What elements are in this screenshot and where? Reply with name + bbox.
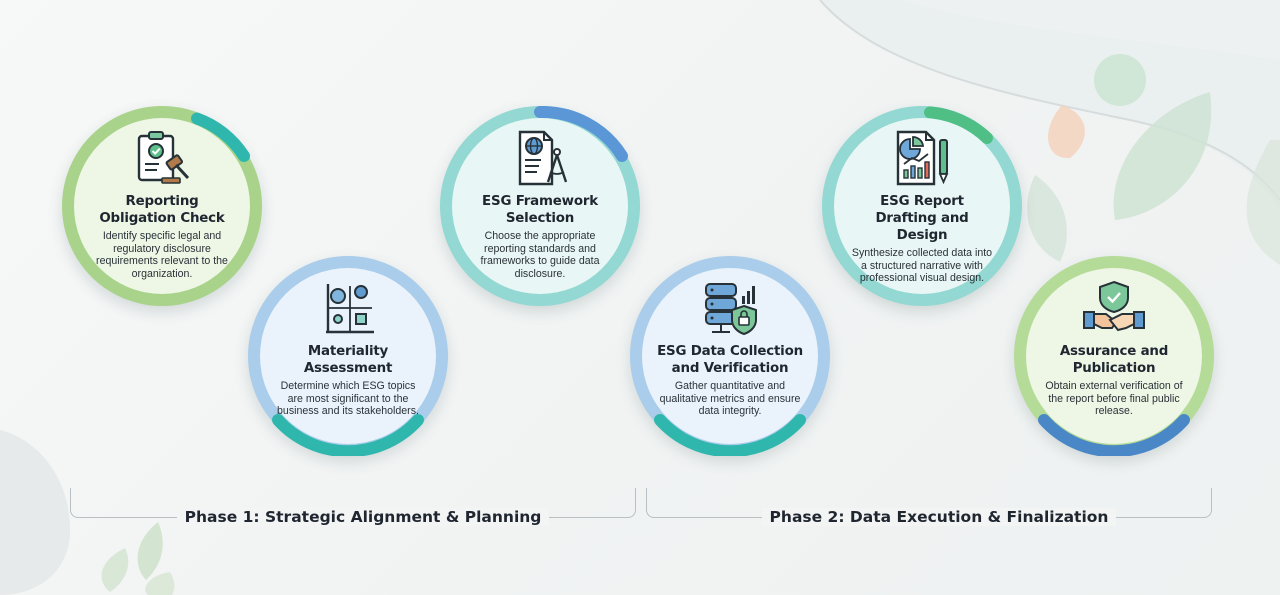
handshake-shield-icon xyxy=(1083,280,1145,332)
phase-label-text: Phase 2: Data Execution & Finalization xyxy=(761,508,1117,526)
step-esg-report-drafting-and-design: ESG Report Drafting and Design Synthesiz… xyxy=(822,106,1022,306)
step-materiality-assessment: Materiality Assessment Determine which E… xyxy=(248,256,448,456)
step-description: Identify specific legal and regulatory d… xyxy=(96,230,228,280)
step-reporting-obligation-check: Reporting Obligation Check Identify spec… xyxy=(62,106,262,306)
step-description: Choose the appropriate reporting standar… xyxy=(480,230,600,280)
report-pen-icon xyxy=(896,130,949,186)
database-shield-icon xyxy=(705,283,757,336)
accent-arc xyxy=(924,106,993,144)
step-description: Synthesize collected data into a structu… xyxy=(851,247,993,284)
step-title: Reporting Obligation Check xyxy=(99,194,225,226)
step-title: Materiality Assessment xyxy=(303,344,393,376)
step-esg-framework-selection: ESG Framework Selection Choose the appro… xyxy=(440,106,640,306)
accent-arc xyxy=(1038,414,1190,456)
accent-arc xyxy=(654,414,806,456)
matrix-chart-icon xyxy=(326,284,374,334)
step-description: Gather quantitative and qualitative metr… xyxy=(659,380,801,417)
step-title: ESG Report Drafting and Design xyxy=(875,194,969,243)
step-title: Assurance and Publication xyxy=(1059,344,1169,376)
phase-1-label: Phase 1: Strategic Alignment & Planning xyxy=(70,506,656,528)
step-description: Determine which ESG topics are most sign… xyxy=(277,380,419,417)
accent-arc xyxy=(272,414,424,456)
step-title: ESG Framework Selection xyxy=(482,194,598,226)
step-esg-data-collection-and-verification: ESG Data Collection and Verification Gat… xyxy=(630,256,830,456)
phase-label-text: Phase 1: Strategic Alignment & Planning xyxy=(176,508,550,526)
step-title: ESG Data Collection and Verification xyxy=(657,344,803,376)
phase-2-label: Phase 2: Data Execution & Finalization xyxy=(646,506,1232,528)
accent-arc xyxy=(534,106,628,162)
step-assurance-and-publication: Assurance and Publication Obtain externa… xyxy=(1014,256,1214,456)
step-description: Obtain external verification of the repo… xyxy=(1045,380,1183,417)
accent-arc xyxy=(191,112,250,162)
clipboard-gavel-icon xyxy=(137,131,190,184)
document-compass-icon xyxy=(518,130,568,186)
